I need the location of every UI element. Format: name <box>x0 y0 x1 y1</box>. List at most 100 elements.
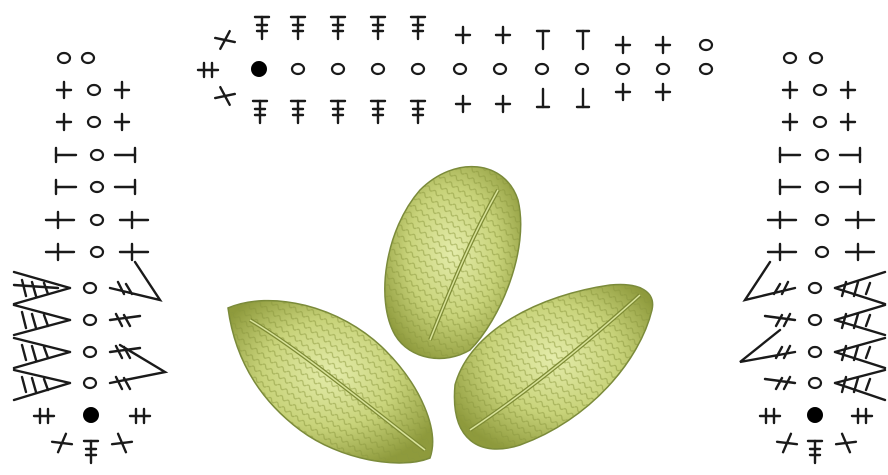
single-crochet-icon <box>57 114 71 130</box>
chain-stitch-icon <box>332 64 344 74</box>
top-lower-row <box>215 84 670 123</box>
starting-slip-stitch-dot <box>251 61 267 77</box>
single-crochet-icon <box>496 27 510 43</box>
single-crochet-icon <box>616 84 630 100</box>
decrease-icon <box>836 434 856 452</box>
single-crochet-icon <box>115 82 129 98</box>
decrease-icon <box>215 31 235 49</box>
single-crochet-icon <box>456 96 470 112</box>
decrease-icon <box>777 434 797 452</box>
double-crochet-icon <box>46 244 74 260</box>
chain-stitch-icon <box>810 53 822 63</box>
chain-stitch-icon <box>816 247 828 257</box>
half-double-crochet-icon <box>780 180 800 194</box>
chain-stitch-icon <box>494 64 506 74</box>
slip-stitch-icon <box>760 409 780 423</box>
double-crochet-icon <box>120 212 148 228</box>
chain-stitch-icon <box>617 64 629 74</box>
treble-crochet-icon <box>84 441 98 463</box>
slip-stitch-icon <box>34 409 54 423</box>
single-crochet-icon <box>57 82 71 98</box>
single-crochet-icon <box>496 96 510 112</box>
left-base <box>34 407 150 463</box>
treble-crochet-icon <box>411 101 425 123</box>
left-cluster-rows <box>14 262 165 400</box>
chain-stitch-icon <box>88 117 100 127</box>
chain-stitch-icon <box>814 85 826 95</box>
chain-stitch-icon <box>784 53 796 63</box>
chain-stitch-icon <box>536 64 548 74</box>
treble-crochet-icon <box>371 101 385 123</box>
top-middle-row <box>198 61 712 77</box>
treble-crochet-icon <box>253 101 267 123</box>
chain-stitch-icon <box>58 53 70 63</box>
chain-stitch-icon <box>816 182 828 192</box>
chain-stitch-icon <box>814 117 826 127</box>
chain-stitch-icon <box>809 283 821 293</box>
half-double-crochet-icon <box>780 148 800 162</box>
chain-stitch-icon <box>816 150 828 160</box>
chain-stitch-icon <box>372 64 384 74</box>
double-crochet-icon <box>768 212 796 228</box>
double-crochet-icon <box>46 212 74 228</box>
right-cluster-rows <box>740 262 885 400</box>
single-crochet-icon <box>841 114 855 130</box>
treble-crochet-icon <box>331 17 345 39</box>
treble-crochet-icon <box>291 17 305 39</box>
chain-stitch-icon <box>84 378 96 388</box>
chain-stitch-icon <box>91 247 103 257</box>
decrease-icon <box>112 434 132 452</box>
single-crochet-icon <box>616 37 630 53</box>
half-double-crochet-icon <box>577 89 589 107</box>
chain-stitch-icon <box>84 347 96 357</box>
chain-stitch-icon <box>809 378 821 388</box>
chain-stitch-icon <box>91 150 103 160</box>
half-double-crochet-icon <box>56 180 76 194</box>
treble-crochet-icon <box>808 441 822 463</box>
top-upper-row <box>215 17 712 53</box>
single-crochet-icon <box>115 114 129 130</box>
slip-stitch-icon <box>130 409 150 423</box>
single-crochet-icon <box>656 84 670 100</box>
half-double-crochet-icon <box>56 148 76 162</box>
crocheted-leaves-photo <box>228 167 653 463</box>
half-double-crochet-icon <box>115 180 135 194</box>
single-crochet-icon <box>656 37 670 53</box>
single-crochet-icon <box>783 114 797 130</box>
chain-stitch-icon <box>816 215 828 225</box>
half-double-crochet-icon <box>115 148 135 162</box>
half-double-crochet-icon <box>840 180 860 194</box>
treble-crochet-icon <box>255 17 269 39</box>
chain-stitch-icon <box>84 283 96 293</box>
decrease-icon <box>215 87 235 105</box>
single-crochet-icon <box>456 27 470 43</box>
chain-stitch-icon <box>84 315 96 325</box>
top-chart <box>198 17 712 123</box>
chain-stitch-icon <box>292 64 304 74</box>
treble-crochet-icon <box>331 101 345 123</box>
chain-stitch-icon <box>91 215 103 225</box>
right-base <box>760 407 872 463</box>
chain-stitch-icon <box>700 64 712 74</box>
double-crochet-icon <box>846 244 874 260</box>
half-double-crochet-icon <box>537 31 549 49</box>
slip-stitch-icon <box>852 409 872 423</box>
chain-stitch-icon <box>809 315 821 325</box>
chain-stitch-icon <box>412 64 424 74</box>
treble-crochet-icon <box>371 17 385 39</box>
half-double-crochet-icon <box>577 31 589 49</box>
right-chart <box>740 53 885 463</box>
chain-stitch-icon <box>91 182 103 192</box>
single-crochet-icon <box>783 82 797 98</box>
half-double-crochet-icon <box>537 89 549 107</box>
treble-crochet-icon <box>291 101 305 123</box>
starting-slip-stitch-dot <box>83 407 99 423</box>
starting-slip-stitch-dot <box>807 407 823 423</box>
chain-stitch-icon <box>454 64 466 74</box>
double-crochet-icon <box>846 212 874 228</box>
half-double-crochet-icon <box>840 148 860 162</box>
chain-stitch-icon <box>82 53 94 63</box>
treble-crochet-icon <box>411 17 425 39</box>
double-crochet-icon <box>768 244 796 260</box>
